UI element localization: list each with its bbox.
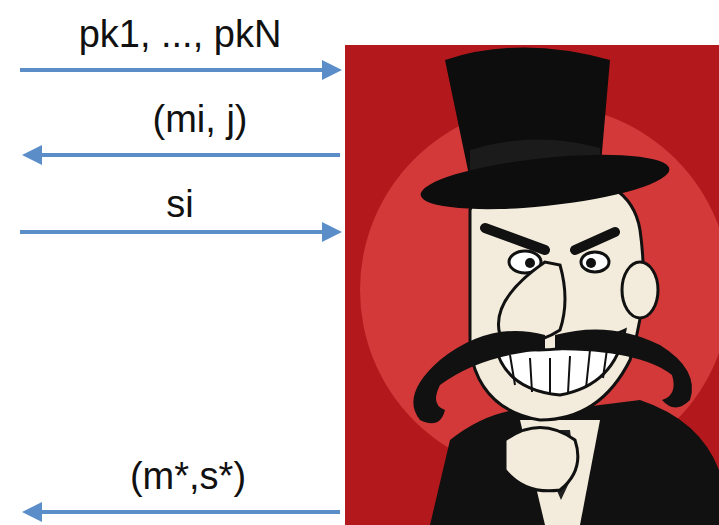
- arrow-label: (m*,s*): [130, 457, 246, 495]
- villain-picture: [345, 45, 719, 525]
- arrow-label: pk1, ..., pkN: [79, 15, 282, 53]
- arrow-right: [20, 68, 338, 72]
- arrow-label: si: [166, 185, 193, 223]
- arrow-left: [26, 153, 340, 157]
- arrow-label: (mi, j): [153, 100, 248, 138]
- arrow-right: [20, 230, 338, 234]
- arrow-left: [26, 510, 340, 514]
